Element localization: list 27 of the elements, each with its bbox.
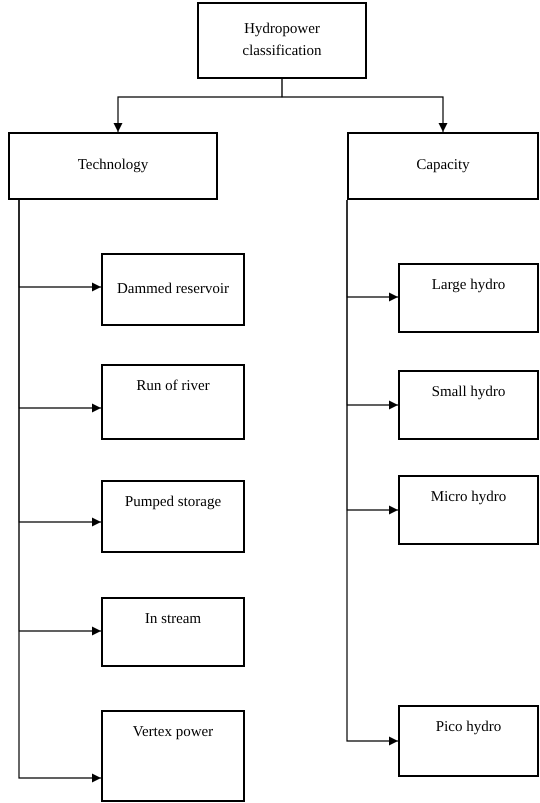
arrow	[281, 79, 448, 132]
category-box	[101, 364, 245, 440]
category-box	[101, 597, 245, 667]
box-label: Small hydro	[432, 383, 506, 402]
category-box	[8, 132, 218, 200]
category-box	[101, 710, 245, 802]
box-label: Pico hydro	[436, 718, 502, 737]
category-box	[347, 132, 539, 200]
box-label: Hydropower classification	[241, 20, 323, 60]
category-box	[398, 475, 539, 545]
box-label: Large hydro	[432, 276, 506, 295]
category-box	[101, 253, 245, 326]
box-label: Pumped storage	[124, 493, 222, 512]
box-label: In stream	[144, 610, 202, 629]
box-label: Vertex power	[132, 723, 214, 742]
box-label: Run of river	[136, 377, 210, 396]
arrow	[18, 200, 101, 782]
category-box	[398, 705, 539, 777]
category-box	[197, 2, 367, 79]
box-label: Micro hydro	[430, 488, 506, 507]
box-label: Capacity	[416, 156, 470, 176]
box-label: Technology	[78, 156, 148, 176]
category-box	[101, 480, 245, 553]
category-box	[398, 263, 539, 333]
box-label: Dammed reservoir	[116, 280, 230, 299]
arrow	[346, 200, 398, 746]
category-box	[398, 370, 539, 440]
